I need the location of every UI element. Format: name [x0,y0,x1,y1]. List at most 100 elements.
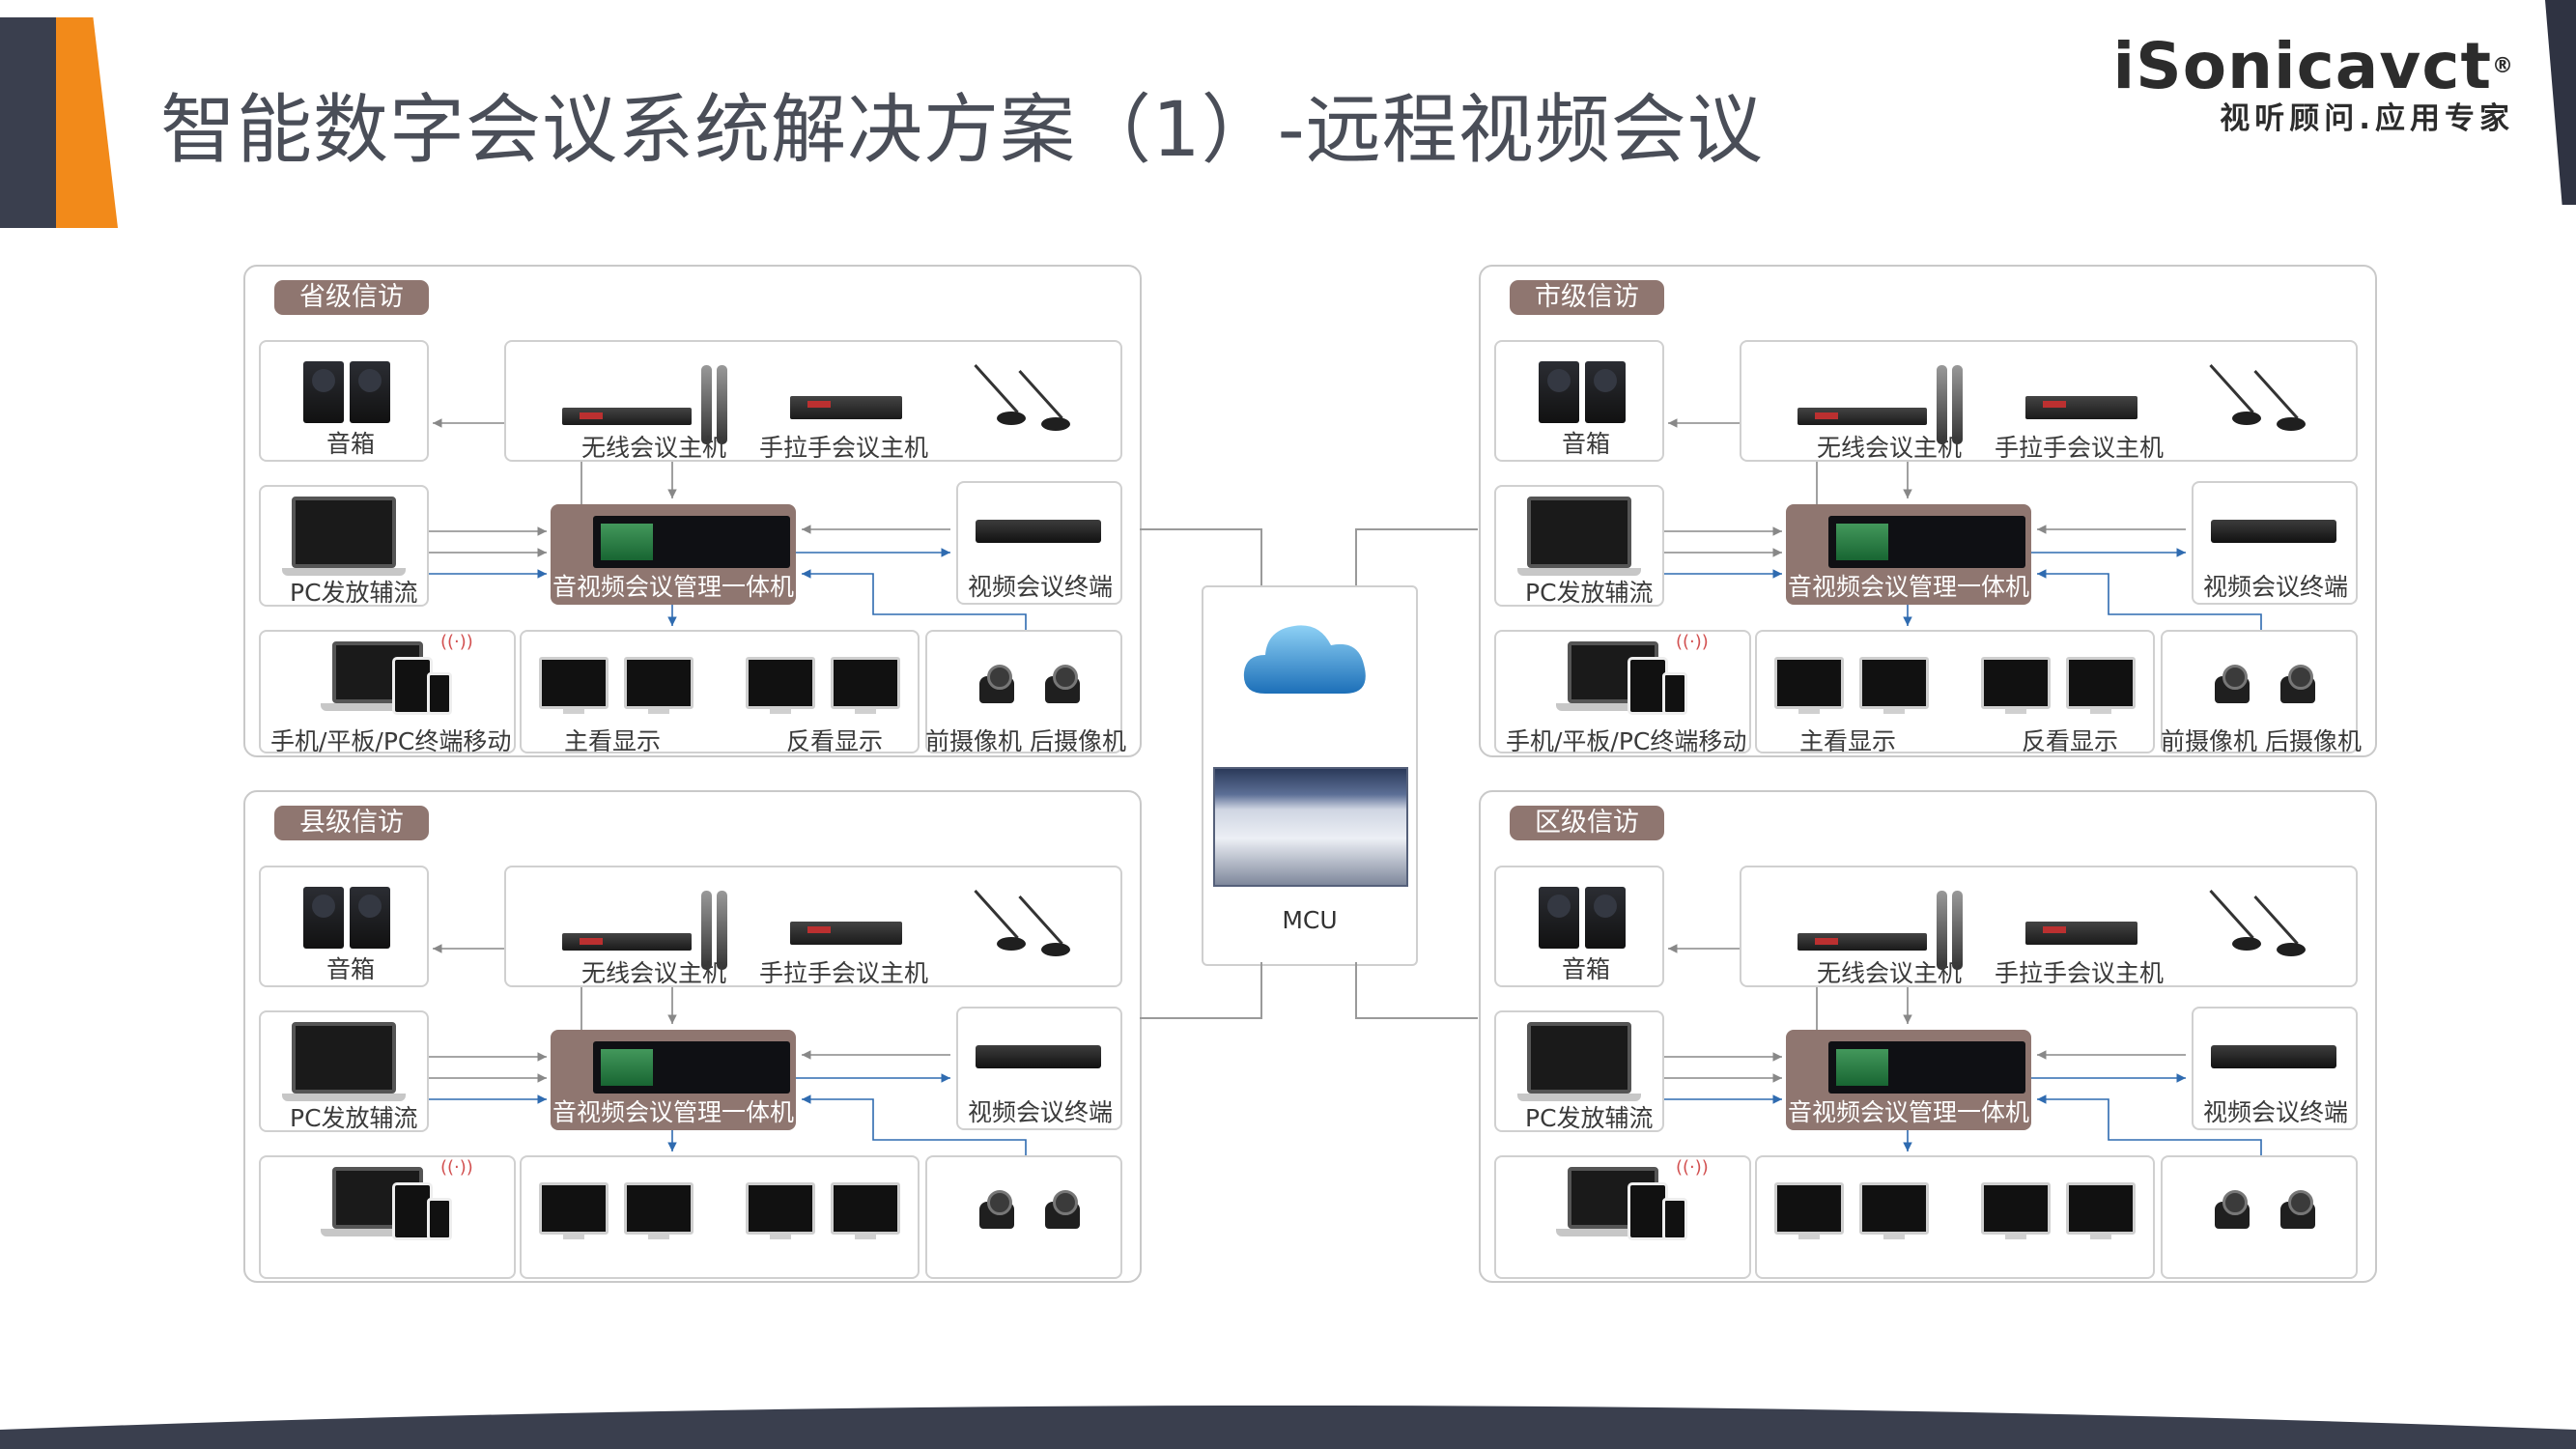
region-tag: 县级信访 [274,806,429,840]
video-terminal-box: 视频会议终端 [2192,1007,2358,1130]
mic-base [2277,943,2306,956]
monitor-icon [831,657,900,714]
gooseneck-mic-icon [2199,363,2261,427]
mic-base [1041,417,1070,431]
center-mcu-panel: MCU [1202,585,1418,966]
wireless-host-icon [1798,408,1927,425]
handheld-host-icon [790,922,902,945]
mobile-devices-box: ((·)) [259,1155,516,1279]
monitor-icon [624,1182,694,1239]
av-conference-hub: 音视频会议管理一体机 [551,1030,796,1130]
video-terminal-icon [2211,1045,2336,1068]
handheld-host-icon [2025,922,2137,945]
camera-lens [1053,665,1078,690]
pc-label: PC发放辅流 [290,579,418,607]
wireless-mic-icon [701,365,712,444]
hub-display-meter [601,524,653,560]
pc-box: PC发放辅流 [259,485,429,607]
cameras-label: 前摄像机 后摄像机 [2161,727,2362,755]
wireless-host-label: 无线会议主机 [581,959,727,987]
cameras-box [925,1155,1122,1279]
conference-hosts-box: 无线会议主机手拉手会议主机 [504,340,1122,462]
hub-display-icon [593,516,790,568]
mobile-devices-box: ((·))手机/平板/PC终端移动 [259,630,516,755]
video-terminal-icon [2211,520,2336,543]
monitor-icon [746,1182,815,1239]
monitor-icon [1774,1182,1844,1239]
speaker-icon [350,887,390,949]
pc-label: PC发放辅流 [290,1104,418,1132]
laptop-icon [1527,1022,1631,1094]
wifi-icon: ((·)) [440,1157,473,1178]
laptop-base-icon [321,703,431,711]
wireless-host-label: 无线会议主机 [1817,959,1963,987]
av-conference-hub: 音视频会议管理一体机 [551,504,796,605]
handheld-host-icon [2025,396,2137,419]
displays-box [520,1155,920,1279]
camera-icon [2277,1190,2317,1231]
header-decoration-dark [0,17,56,228]
mcu-device-icon [1213,767,1408,887]
laptop-base-icon [282,568,406,576]
speaker-icon [1539,361,1579,423]
wireless-host-icon [562,933,692,951]
main-display-label: 主看显示 [564,727,662,755]
hub-display-meter [601,1049,653,1086]
laptop-icon [292,497,396,568]
region-tag: 市级信访 [1510,280,1664,315]
wireless-mic-icon [701,891,712,970]
pc-box: PC发放辅流 [1494,485,1664,607]
mic-base [2277,417,2306,431]
logo-subtitle: 视听顾问.应用专家 [2220,101,2514,136]
reverse-display-label: 反看显示 [2022,727,2119,755]
speaker-icon [303,361,344,423]
camera-lens [1053,1190,1078,1215]
mic-base [1041,943,1070,956]
speaker-label: 音箱 [326,430,376,458]
speaker-box: 音箱 [259,866,429,987]
speaker-box: 音箱 [1494,866,1664,987]
hub-display-meter [1836,524,1888,560]
video-terminal-icon [976,1045,1101,1068]
conference-hosts-box: 无线会议主机手拉手会议主机 [504,866,1122,987]
page-title: 智能数字会议系统解决方案（1）-远程视频会议 [160,87,1764,174]
hub-label: 音视频会议管理一体机 [1787,573,2029,601]
monitor-icon [1859,657,1929,714]
mcu-label: MCU [1282,906,1338,934]
wireless-host-label: 无线会议主机 [581,434,727,462]
wireless-host-icon [1798,933,1927,951]
conference-hosts-box: 无线会议主机手拉手会议主机 [1740,866,2358,987]
monitor-icon [624,657,694,714]
region-panel: 省级信访音箱 PC发放辅流 无线会议主机手拉手会议主机音视频会议管理一体机视频会议终… [243,265,1142,757]
region-tag: 省级信访 [274,280,429,315]
video-terminal-label: 视频会议终端 [968,573,1114,601]
gooseneck-mic-icon [964,889,1026,952]
phone-icon [427,1198,452,1240]
gooseneck-mic-icon [2244,895,2306,958]
laptop-icon [292,1022,396,1094]
wireless-mic-icon [1937,891,1947,970]
wifi-icon: ((·)) [1676,1157,1709,1178]
monitor-icon [539,657,609,714]
pc-label: PC发放辅流 [1525,1104,1654,1132]
laptop-base-icon [1517,1094,1641,1101]
gooseneck-mic-icon [964,363,1026,427]
wireless-mic-icon [1952,365,1963,444]
brand-logo: iSonicavct® 视听顾问.应用专家 [2113,33,2514,137]
monitor-icon [1774,657,1844,714]
speaker-icon [1585,361,1626,423]
mobile-label: 手机/平板/PC终端移动 [270,727,512,755]
cameras-label: 前摄像机 后摄像机 [925,727,1126,755]
camera-icon [2277,665,2317,705]
displays-box: 主看显示反看显示 [520,630,920,755]
mic-base [2232,412,2261,425]
laptop-base-icon [1556,1229,1666,1236]
handheld-host-icon [790,396,902,419]
phone-icon [1662,672,1687,715]
footer-band [0,1406,2576,1449]
mic-base [997,412,1026,425]
speaker-box: 音箱 [259,340,429,462]
camera-icon [976,665,1016,705]
